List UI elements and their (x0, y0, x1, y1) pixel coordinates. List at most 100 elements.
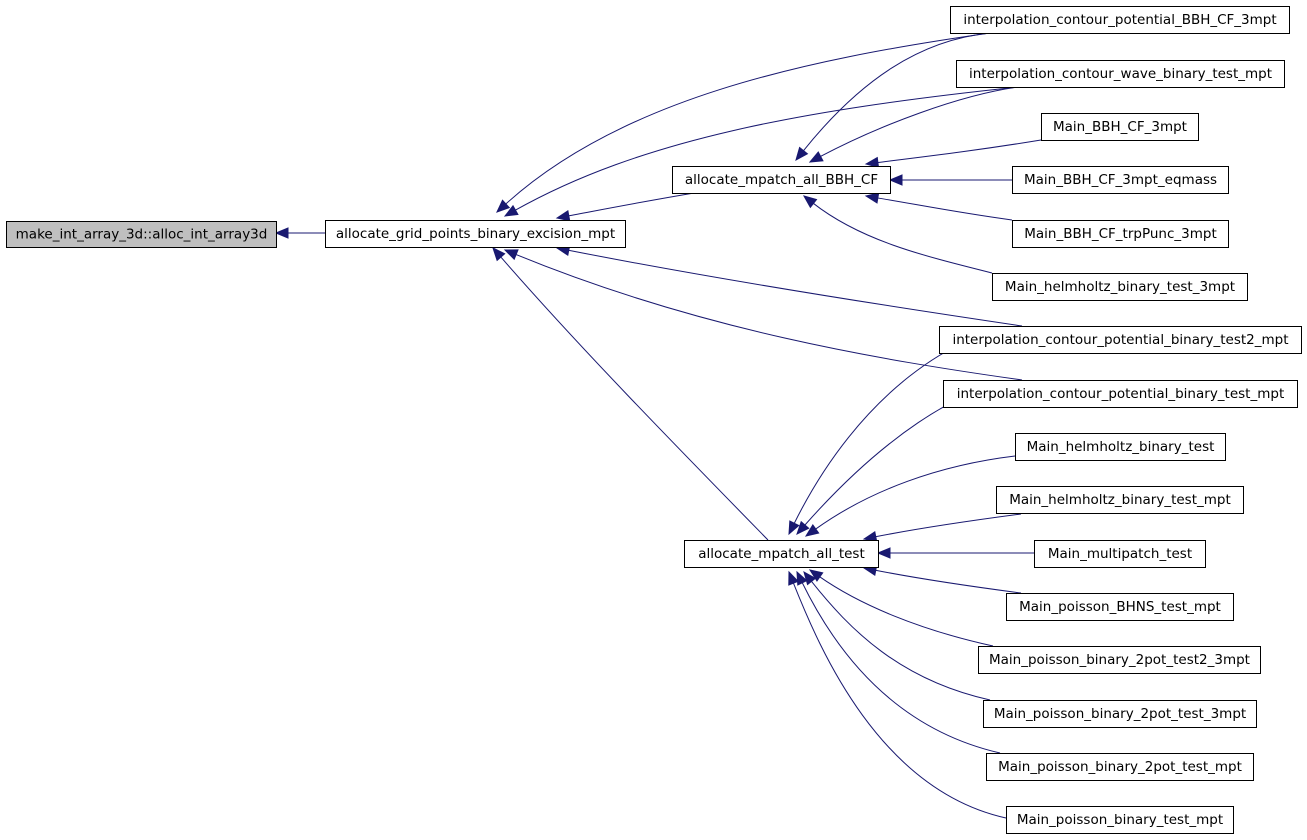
node-box[interactable] (1012, 166, 1229, 194)
node-icwbt[interactable]: interpolation_contour_wave_binary_test_m… (956, 60, 1285, 88)
node-box[interactable] (684, 540, 879, 568)
edge-arrowhead (274, 227, 289, 239)
node-box[interactable] (939, 326, 1302, 354)
edge-mpb2tm-to-amat (796, 570, 1001, 754)
edge-mhbt-to-amat (804, 455, 1016, 537)
edge-arrowhead (503, 204, 519, 217)
node-label: Main_poisson_binary_test_mpt (1017, 812, 1223, 828)
node-box[interactable] (1006, 806, 1234, 834)
edge-line (567, 191, 701, 217)
edge-mpbhns-to-amat (862, 564, 1022, 594)
edge-arrowhead (796, 570, 808, 586)
node-label: make_int_array_3d::alloc_int_array3d (16, 227, 268, 243)
node-label: Main_helmholtz_binary_test_3mpt (1005, 279, 1235, 295)
edge-line (812, 202, 993, 274)
node-box[interactable] (1015, 433, 1226, 461)
node-box[interactable] (983, 700, 1257, 728)
edge-line (876, 139, 1042, 164)
edge-line (874, 513, 1022, 538)
edge-mbbheq-to-amab (888, 174, 1012, 186)
edge-arrowhead (808, 151, 824, 163)
node-box[interactable] (672, 166, 891, 194)
node-box[interactable] (978, 646, 1261, 674)
node-mpbhns[interactable]: Main_poisson_BHNS_test_mpt (1006, 593, 1234, 621)
node-mhbt[interactable]: Main_helmholtz_binary_test (1015, 433, 1226, 461)
node-icpbt2[interactable]: interpolation_contour_potential_binary_t… (939, 326, 1302, 354)
node-label: allocate_grid_points_binary_excision_mpt (336, 226, 615, 242)
node-label: Main_multipatch_test (1048, 546, 1192, 562)
edge-mmt-to-amat (876, 547, 1034, 559)
node-mbbh[interactable]: Main_BBH_CF_3mpt (1041, 113, 1199, 141)
node-box[interactable] (986, 753, 1254, 781)
node-box[interactable] (1006, 593, 1234, 621)
node-mpbtm[interactable]: Main_poisson_binary_test_mpt (1006, 806, 1234, 834)
node-amat[interactable]: allocate_mpatch_all_test (684, 540, 879, 568)
edge-line (793, 325, 1023, 525)
node-icpbt[interactable]: interpolation_contour_potential_binary_t… (943, 380, 1298, 408)
node-mpb2tm[interactable]: Main_poisson_binary_2pot_test_mpt (986, 753, 1254, 781)
edge-arrowhead (796, 520, 810, 535)
edge-line (801, 581, 1001, 754)
edge-line (567, 249, 1023, 327)
edge-icpbt2-to-agpbem (555, 244, 1023, 327)
node-box[interactable] (950, 6, 1290, 34)
edge-arrowhead (864, 156, 880, 169)
node-label: Main_BBH_CF_3mpt_eqmass (1024, 172, 1217, 188)
node-label: Main_helmholtz_binary_test (1027, 439, 1215, 455)
edge-arrowhead (496, 199, 511, 213)
edge-mpb2t2-to-amat (808, 569, 994, 647)
node-label: Main_helmholtz_binary_test_mpt (1009, 492, 1231, 508)
edge-line (802, 32, 991, 152)
edge-icpbt-to-agpbem (503, 249, 1023, 381)
edges-layer (274, 32, 1042, 819)
edge-mbbh-to-amab (864, 139, 1042, 169)
node-box[interactable] (1034, 540, 1206, 568)
edge-mpb2t3-to-amat (803, 570, 991, 701)
edge-line (499, 255, 769, 541)
node-box[interactable] (1012, 220, 1229, 248)
node-label: allocate_mpatch_all_test (698, 546, 865, 562)
edge-line (810, 580, 991, 701)
edge-icpbbh-to-agpbem (496, 32, 991, 213)
edge-arrowhead (503, 249, 519, 261)
edge-amab-to-agpbem (555, 191, 701, 222)
node-mbbhtrp[interactable]: Main_BBH_CF_trpPunc_3mpt (1012, 220, 1229, 248)
node-amab[interactable]: allocate_mpatch_all_BBH_CF (672, 166, 891, 194)
node-mpb2t3[interactable]: Main_poisson_binary_2pot_test_3mpt (983, 700, 1257, 728)
node-icpbbh[interactable]: interpolation_contour_potential_BBH_CF_3… (950, 6, 1290, 34)
node-mbbheq[interactable]: Main_BBH_CF_3mpt_eqmass (1012, 166, 1229, 194)
edge-arrowhead (492, 247, 506, 262)
node-mhbtm[interactable]: Main_helmholtz_binary_test_mpt (996, 486, 1244, 514)
node-box[interactable] (943, 380, 1298, 408)
edge-arrowhead (876, 547, 891, 559)
node-box[interactable] (956, 60, 1285, 88)
node-box[interactable] (1041, 113, 1199, 141)
edge-arrowhead (804, 524, 820, 537)
edge-line (876, 197, 1013, 221)
edge-arrowhead (788, 570, 799, 586)
edge-icpbbh-to-amab (795, 32, 991, 162)
edge-mbbhtrp-to-amab (864, 192, 1013, 221)
node-mpb2t2[interactable]: Main_poisson_binary_2pot_test2_3mpt (978, 646, 1261, 674)
node-label: interpolation_contour_potential_BBH_CF_3… (963, 12, 1276, 28)
edge-icwbt-to-amab (808, 86, 1019, 163)
node-box[interactable] (6, 221, 277, 248)
edge-line (504, 32, 991, 205)
node-box[interactable] (325, 220, 626, 248)
edge-line (874, 569, 1022, 594)
edge-arrowhead (808, 569, 824, 582)
node-root[interactable]: make_int_array_3d::alloc_int_array3d (6, 221, 277, 248)
node-box[interactable] (992, 273, 1248, 301)
edge-icpbt2-to-amat (788, 325, 1023, 536)
node-box[interactable] (996, 486, 1244, 514)
edge-arrowhead (864, 192, 880, 204)
node-label: Main_poisson_BHNS_test_mpt (1019, 599, 1221, 615)
node-mmt[interactable]: Main_multipatch_test (1034, 540, 1206, 568)
node-label: interpolation_contour_potential_binary_t… (952, 332, 1288, 348)
node-agpbem[interactable]: allocate_grid_points_binary_excision_mpt (325, 220, 626, 248)
edge-line (792, 582, 1007, 819)
node-mhbt3[interactable]: Main_helmholtz_binary_test_3mpt (992, 273, 1248, 301)
edge-amat-to-agpbem (492, 247, 769, 541)
